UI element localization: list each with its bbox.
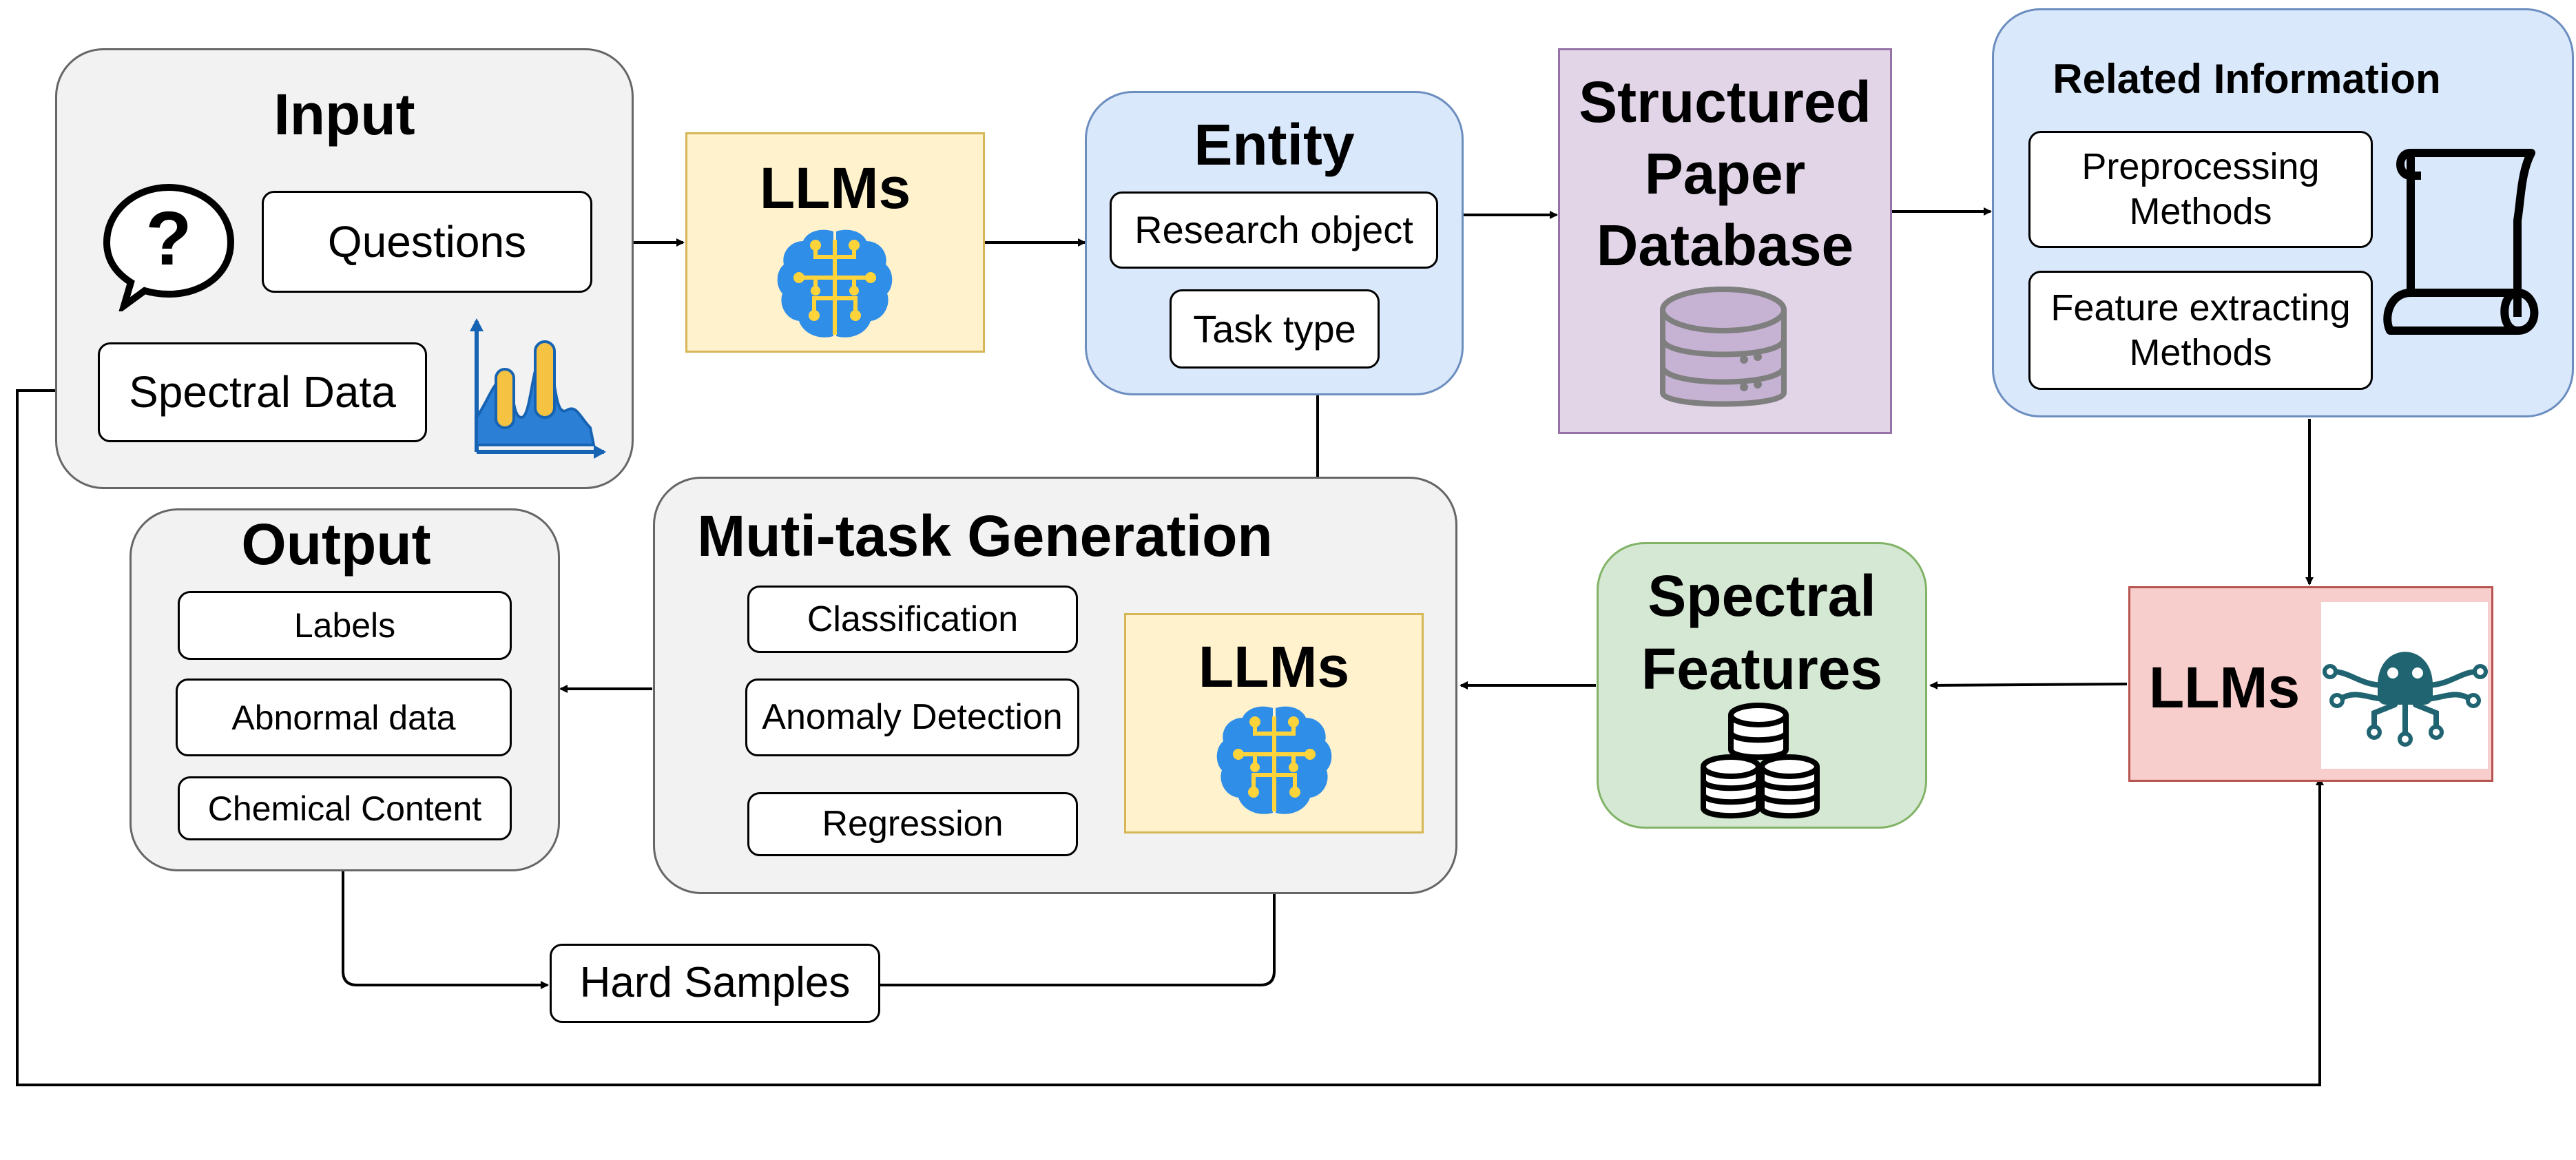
brain-circuit-icon-inner bbox=[1216, 706, 1332, 814]
brain-circuit-icon bbox=[777, 229, 893, 338]
input-title: Input bbox=[273, 82, 415, 147]
related-info-title: Related Information bbox=[2053, 56, 2441, 102]
octopus-agent-icon bbox=[2323, 652, 2488, 747]
question-bubble-icon: ? bbox=[103, 183, 235, 311]
arrow-agent-to-features bbox=[1929, 681, 2128, 690]
multitask-title: Muti-task Generation bbox=[697, 504, 1273, 568]
arrow-spectral-feedback-loop bbox=[16, 389, 2324, 1086]
arrow-output-to-hard-samples bbox=[342, 871, 549, 989]
spectral-features-line1: Spectral bbox=[1648, 563, 1876, 628]
scroll-icon bbox=[2383, 149, 2539, 335]
svg-text:?: ? bbox=[145, 196, 191, 281]
arrow-hard-samples-to-llms bbox=[880, 832, 1278, 986]
feature-extracting-box: Feature extracting Methods bbox=[2028, 271, 2373, 390]
chemical-content-box: Chemical Content bbox=[178, 776, 512, 840]
database-line3: Database bbox=[1596, 213, 1854, 278]
spectral-data-box: Spectral Data bbox=[98, 342, 427, 442]
preprocessing-line1: Preprocessing bbox=[2081, 146, 2320, 188]
preprocessing-line2: Methods bbox=[2129, 191, 2272, 232]
research-object-box: Research object bbox=[1110, 191, 1438, 269]
llm-inner-title: LLMs bbox=[1198, 634, 1350, 699]
abnormal-data-box: Abnormal data bbox=[176, 679, 512, 756]
database-line2: Paper bbox=[1644, 141, 1806, 206]
regression-box: Regression bbox=[747, 792, 1078, 856]
anomaly-detection-box: Anomaly Detection bbox=[745, 679, 1079, 756]
spectrum-chart-icon bbox=[470, 318, 606, 459]
entity-title: Entity bbox=[1194, 112, 1355, 177]
coin-stack-icon bbox=[1701, 703, 1820, 819]
connectors bbox=[16, 207, 2324, 1086]
output-title: Output bbox=[241, 512, 431, 577]
llm-agent-title: LLMs bbox=[2148, 655, 2300, 720]
task-type-box: Task type bbox=[1170, 289, 1380, 369]
labels-box: Labels bbox=[178, 591, 512, 660]
spectral-features-line2: Features bbox=[1641, 636, 1883, 701]
feature-line1: Feature extracting bbox=[2050, 287, 2351, 329]
questions-box: Questions bbox=[262, 191, 592, 293]
llm-top-title: LLMs bbox=[759, 156, 911, 220]
hard-samples-box: Hard Samples bbox=[550, 944, 880, 1023]
database-line1: Structured bbox=[1579, 70, 1871, 134]
preprocessing-methods-box: Preprocessing Methods bbox=[2028, 131, 2373, 248]
database-icon bbox=[1660, 287, 1787, 407]
feature-line2: Methods bbox=[2129, 331, 2272, 373]
classification-box: Classification bbox=[747, 586, 1078, 653]
